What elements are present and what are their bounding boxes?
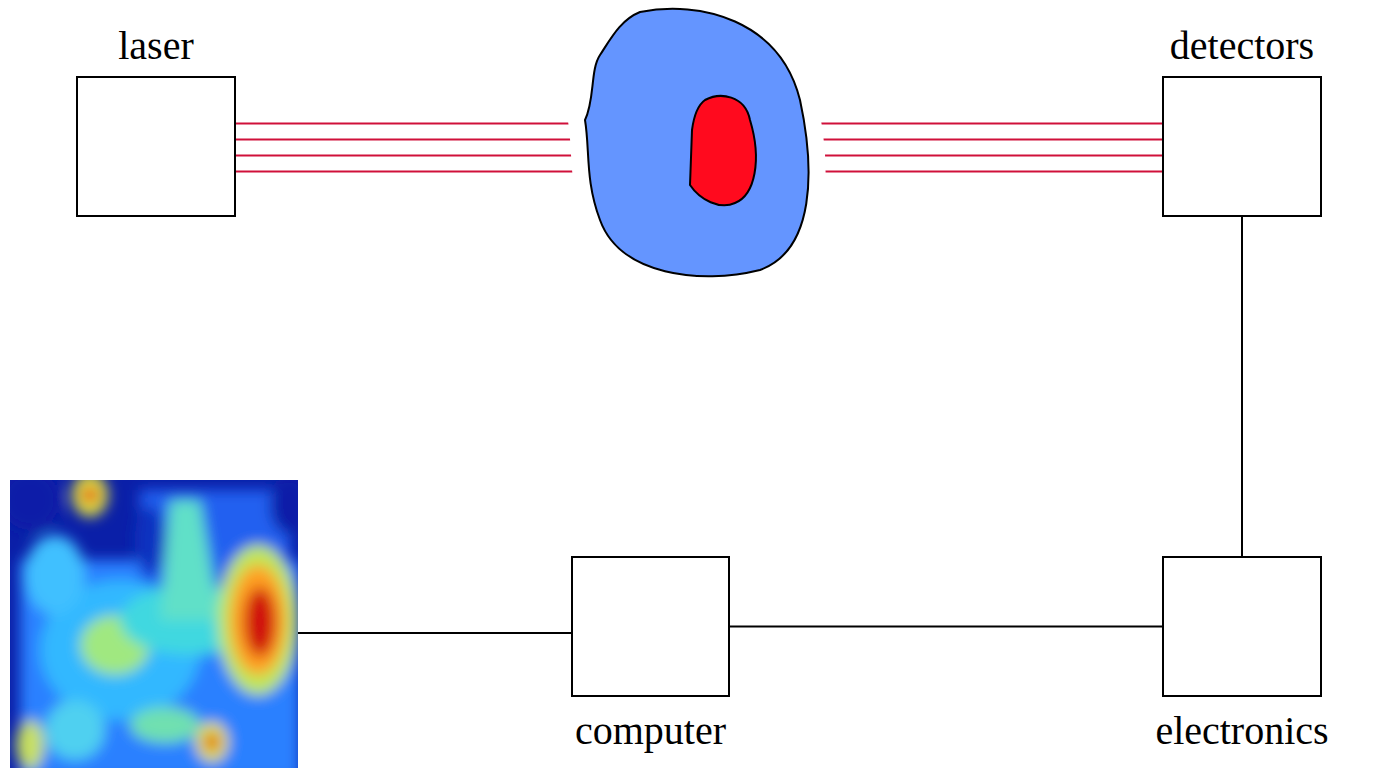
tissue-sample [585, 9, 809, 276]
component-box: computer [571, 556, 730, 697]
heatmap-field [10, 480, 298, 768]
wire-line [1241, 217, 1243, 556]
wire-line [730, 626, 1162, 628]
sample-gap [585, 9, 809, 276]
component-label: laser [118, 24, 194, 68]
output-wire [298, 632, 571, 634]
sample-body [585, 9, 809, 276]
signal-wire [1242, 217, 1243, 556]
component-box: detectors [1162, 76, 1322, 217]
signal-wire [730, 626, 1162, 627]
component-label: electronics [1155, 709, 1328, 753]
tumor-region [690, 96, 756, 205]
component-box: electronics [1162, 556, 1322, 697]
component-label: computer [575, 709, 726, 753]
component-label: detectors [1170, 24, 1314, 68]
component-box: laser [76, 76, 236, 217]
reconstructed-image [10, 480, 298, 768]
